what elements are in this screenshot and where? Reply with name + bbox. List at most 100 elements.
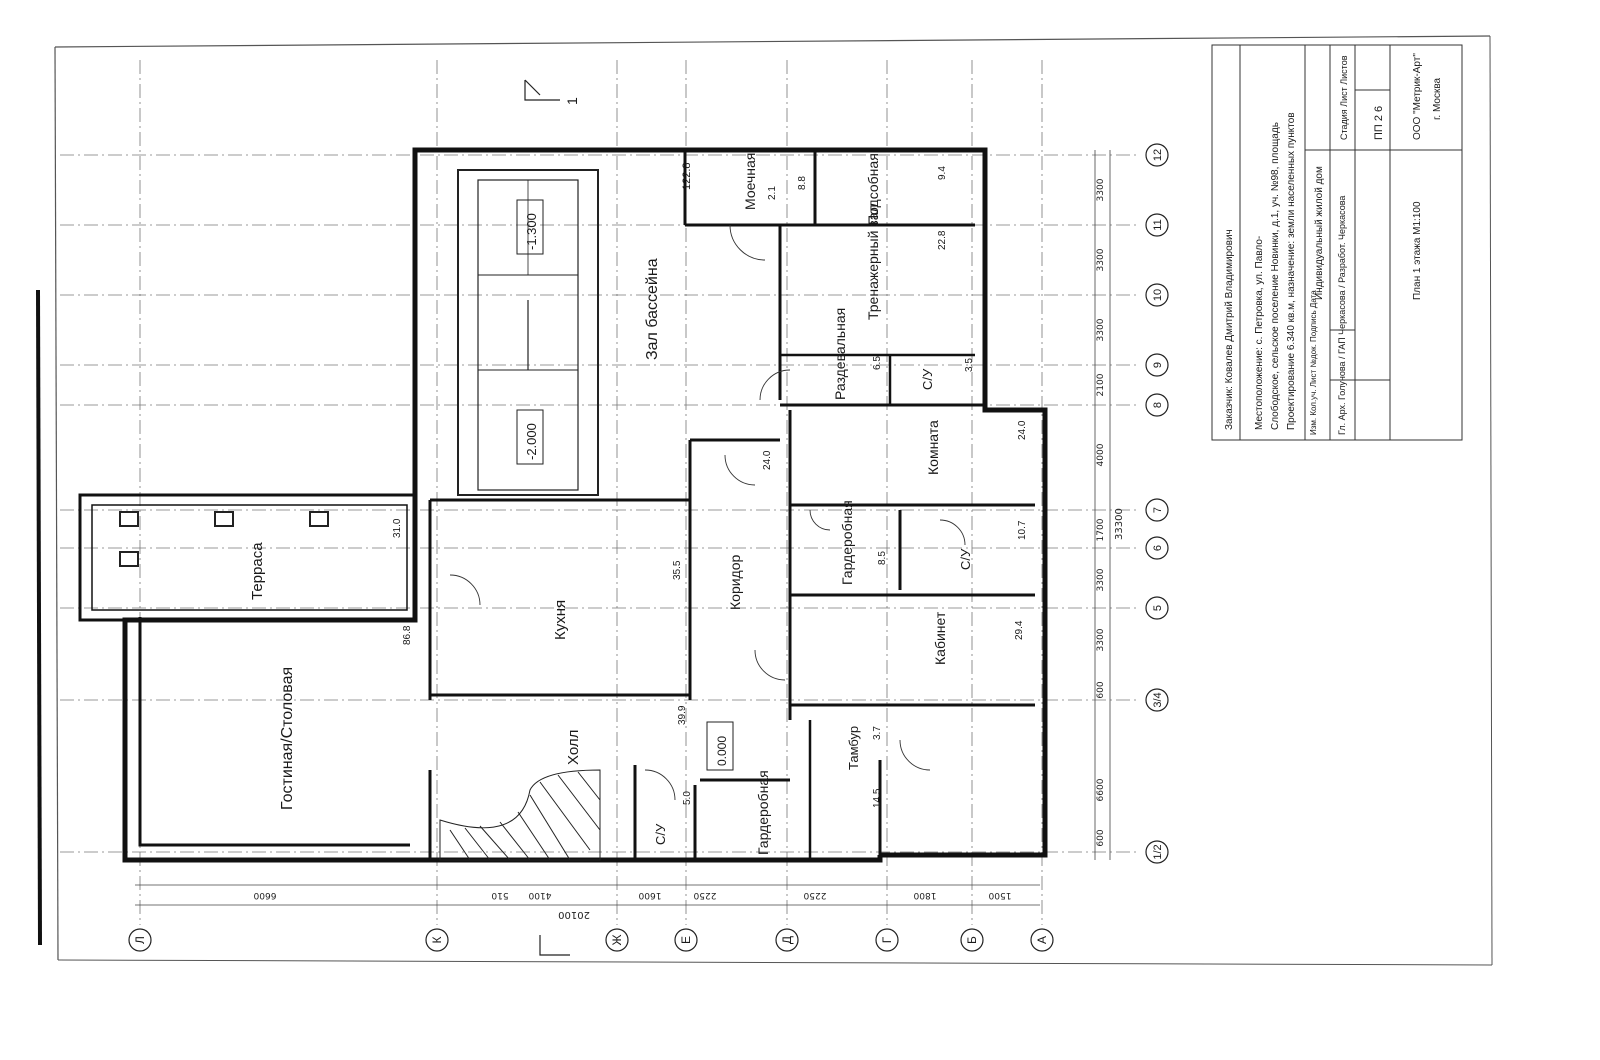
dim-left-value: 1600	[638, 890, 661, 900]
axis-label: Е	[679, 936, 693, 944]
axis-marker-Е: Е	[674, 928, 698, 952]
room-changing: Раздевальная	[832, 308, 848, 400]
area-pool-hall: 122.8	[681, 162, 693, 190]
area-values: 122.8 2.1 8.8 9.4 22.8 6.5 3.5 31.0 35.5…	[392, 162, 1028, 808]
dim-left-value: 1800	[913, 890, 936, 900]
room-terrace: Терраса	[249, 542, 266, 600]
area-cloak-2: 14.5	[872, 788, 883, 808]
tb-stage: Стадия Лист Листов	[1339, 55, 1349, 140]
area-wc-pool: 3.5	[964, 358, 975, 372]
axis-label: 5	[1152, 605, 1164, 611]
dim-left-value: 2250	[693, 890, 716, 900]
axis-label: К	[430, 937, 444, 944]
area-living: 86.8	[402, 625, 413, 645]
room-room: Комната	[925, 420, 941, 475]
area-utility: 9.4	[937, 166, 948, 180]
area-office: 29.4	[1014, 620, 1025, 640]
axis-label: 12	[1152, 149, 1164, 161]
door-swings	[449, 224, 966, 801]
tb-object-3: Проектирование 6.340 кв.м, назначение: з…	[1286, 112, 1297, 430]
tb-object-1: Местоположение: с. Петровка, ул. Павло-	[1254, 236, 1265, 430]
level-marks: -1.300 -2.000 0.000	[516, 199, 734, 771]
axis-marker-5: 7	[1145, 498, 1169, 522]
area-washroom-2: 8.8	[797, 176, 808, 190]
tb-name: Индивидуальный жилой дом	[1314, 166, 1325, 300]
axis-label: 10	[1152, 289, 1164, 301]
dims-bottom: 6006600600330033001700400021003300330033…	[1096, 178, 1106, 846]
dim-bottom-value: 4000	[1096, 443, 1106, 466]
axis-label: Д	[780, 936, 794, 944]
tb-role-rows: Гл. Арх. Голунова / ГАП Черкасова / Разр…	[1337, 196, 1347, 435]
axis-marker-2: 3/4	[1145, 688, 1169, 712]
room-gym: Тренажерный зал	[865, 204, 881, 320]
area-tambour: 3.7	[872, 726, 883, 740]
axis-marker-8: 10	[1145, 283, 1169, 307]
level-1: -1.300	[524, 213, 539, 250]
room-pool-hall: Зал бассейна	[644, 258, 661, 360]
room-office: Кабинет	[932, 611, 948, 665]
dim-bottom-value: 1700	[1096, 518, 1106, 541]
dim-bottom-value: 3300	[1096, 318, 1106, 341]
dim-bottom-value: 3300	[1096, 248, 1106, 271]
room-wc-pool: С/У	[920, 368, 935, 390]
room-cloak-1: Гардеробная	[839, 500, 855, 585]
axis-label: Л	[133, 936, 147, 944]
axis-marker-4: 6	[1145, 536, 1169, 560]
dim-left-value: 510	[491, 890, 508, 900]
axis-label: 1/2	[1152, 844, 1164, 859]
sheet-frame	[36, 35, 1493, 966]
dim-left-value: 4100	[528, 890, 551, 900]
room-kitchen: Кухня	[552, 600, 569, 640]
axis-label: Б	[965, 936, 979, 944]
area-changing: 6.5	[872, 356, 883, 370]
axis-label: 3/4	[1152, 692, 1164, 707]
axis-marker-Л: Л	[128, 928, 152, 952]
room-labels: Зал бассейна Моечная Подсобная Тренажерн…	[249, 153, 973, 855]
room-wc-hall: С/У	[653, 823, 668, 845]
pool-basin	[457, 169, 599, 496]
axis-label: 9	[1152, 362, 1164, 368]
dim-left-value: 1500	[988, 890, 1011, 900]
axis-marker-Г: Г	[875, 928, 899, 952]
axis-marker-1: 1/2	[1145, 840, 1169, 864]
title-block	[1211, 44, 1463, 441]
axis-marker-А: А	[1030, 928, 1054, 952]
title-block-text: Заказчик: Ковалев Дмитрий Владимирович М…	[1224, 53, 1443, 435]
axis-label: 6	[1152, 545, 1164, 551]
section-mark	[524, 79, 570, 956]
axis-marker-6: 8	[1145, 393, 1169, 417]
room-washroom: Моечная	[742, 153, 758, 210]
staircase	[439, 769, 601, 861]
tb-city: г. Москва	[1432, 77, 1443, 120]
axis-label: 11	[1152, 219, 1164, 230]
dims-bottom-total: 33300	[1114, 508, 1125, 540]
axis-label: 7	[1152, 507, 1164, 513]
area-gym: 22.8	[937, 230, 948, 250]
room-hall: Холл	[565, 730, 582, 765]
dim-bottom-value: 3300	[1096, 628, 1106, 651]
room-tambour: Тамбур	[846, 726, 861, 770]
axis-label: А	[1035, 936, 1049, 944]
area-room: 24.0	[1017, 420, 1028, 440]
axis-marker-К: К	[425, 928, 449, 952]
room-corridor: Коридор	[727, 554, 743, 610]
dim-bottom-value: 3300	[1096, 568, 1106, 591]
tb-roles: Изм. Кол.уч. Лист №док. Подпись Дата	[1309, 290, 1318, 435]
tb-sheet-title: План 1 этажа М1:100	[1412, 201, 1423, 300]
building-walls	[78, 147, 1048, 863]
room-utility: Подсобная	[865, 153, 881, 225]
axis-label: Ж	[610, 934, 624, 945]
axis-marker-9: 11	[1145, 213, 1169, 237]
axis-marker-3: 5	[1145, 596, 1169, 620]
dims-left-total: 20100	[558, 909, 590, 920]
room-cloak-2: Гардеробная	[755, 770, 771, 855]
axis-marker-10: 12	[1145, 143, 1169, 167]
area-wc-hall: 5.0	[682, 791, 693, 805]
tb-customer: Заказчик: Ковалев Дмитрий Владимирович	[1224, 229, 1235, 430]
area-corridor: 24.0	[762, 450, 773, 470]
area-kitchen: 35.5	[672, 560, 683, 580]
